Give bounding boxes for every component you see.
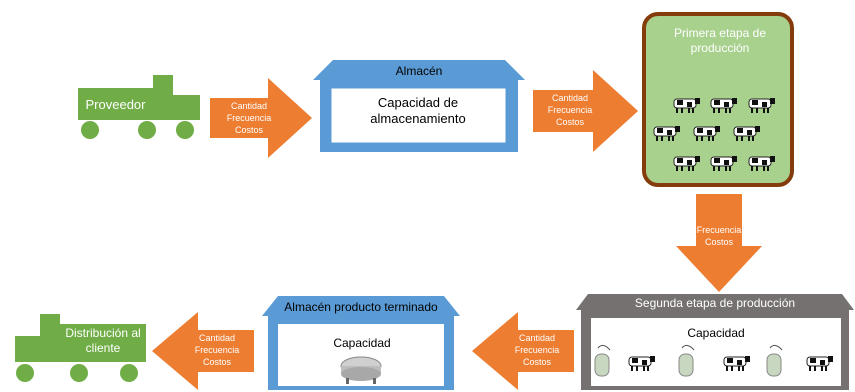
warehouse: Almacén Capacidad de almacenamiento xyxy=(313,60,525,152)
flow-arrow-3: Frecuencia Costos xyxy=(676,194,762,292)
cow-icon xyxy=(628,356,655,371)
arrow-4-label-3: Costos xyxy=(522,357,551,368)
cow-icon xyxy=(748,98,775,113)
warehouse-capacity-label: Capacidad de almacenamiento xyxy=(370,95,466,127)
arrow-1-label-3: Costos xyxy=(234,125,263,136)
cow-icon xyxy=(806,356,833,371)
cow-icon xyxy=(673,156,700,171)
cow-icon xyxy=(748,156,775,171)
cow-icon xyxy=(710,156,737,171)
supplier-label: Proveedor xyxy=(85,97,146,112)
truck-icon xyxy=(40,314,60,362)
first-production-stage: Primera etapa de producción xyxy=(642,12,794,187)
milk-tank-icon xyxy=(340,356,382,384)
distribution-label: Distribución al cliente xyxy=(65,326,141,355)
finished-product-warehouse: Almacén producto terminado Capacidad xyxy=(262,296,460,390)
flow-arrow-4: Cantidad Frecuencia Costos xyxy=(472,312,574,390)
arrow-1-label-2: Frecuencia xyxy=(226,113,272,124)
stage2-capacity-label: Capacidad xyxy=(687,326,745,340)
distribution-truck: Distribución al cliente xyxy=(12,314,146,384)
arrow-3-label-1: Frecuencia xyxy=(696,225,742,235)
milking-machine-icon xyxy=(594,344,611,377)
flow-arrow-1: Cantidad Frecuencia Costos xyxy=(210,78,312,158)
finished-warehouse-capacity-label: Capacidad xyxy=(333,336,391,350)
stage2-title: Segunda etapa de producción xyxy=(634,296,796,310)
distribution-box xyxy=(60,324,146,362)
arrow-2-label-3: Costos xyxy=(555,117,584,128)
supplier-truck: Proveedor xyxy=(78,75,200,140)
cow-icon xyxy=(673,98,700,113)
milking-machine-icon xyxy=(678,344,695,377)
arrow-2-label-1: Cantidad xyxy=(551,93,589,103)
finished-warehouse-title: Almacén producto terminado xyxy=(284,300,438,314)
arrow-3-label-2: Costos xyxy=(704,237,733,248)
cow-icon xyxy=(733,126,760,141)
cow-icon xyxy=(710,98,737,113)
arrow-1-label-1: Cantidad xyxy=(230,101,268,111)
warehouse-title: Almacén xyxy=(395,64,443,78)
arrow-5-label-1: Cantidad xyxy=(198,333,236,343)
flow-arrow-5: Cantidad Frecuencia Costos xyxy=(152,312,254,390)
cow-icon xyxy=(653,126,680,141)
milking-machine-icon xyxy=(766,344,783,377)
second-production-stage: Segunda etapa de producción Capacidad xyxy=(576,294,854,390)
arrow-4-label-2: Frecuencia xyxy=(514,345,560,356)
arrow-5-label-3: Costos xyxy=(202,357,231,368)
supplier-box xyxy=(78,88,153,120)
cow-icon xyxy=(723,356,750,371)
flow-arrow-2: Cantidad Frecuencia Costos xyxy=(533,70,638,152)
arrow-5-label-2: Frecuencia xyxy=(194,345,240,356)
stage1-title: Primera etapa de producción xyxy=(673,26,767,55)
cow-icon xyxy=(693,126,720,141)
arrow-2-label-2: Frecuencia xyxy=(547,105,593,116)
arrow-4-label-1: Cantidad xyxy=(518,333,556,343)
